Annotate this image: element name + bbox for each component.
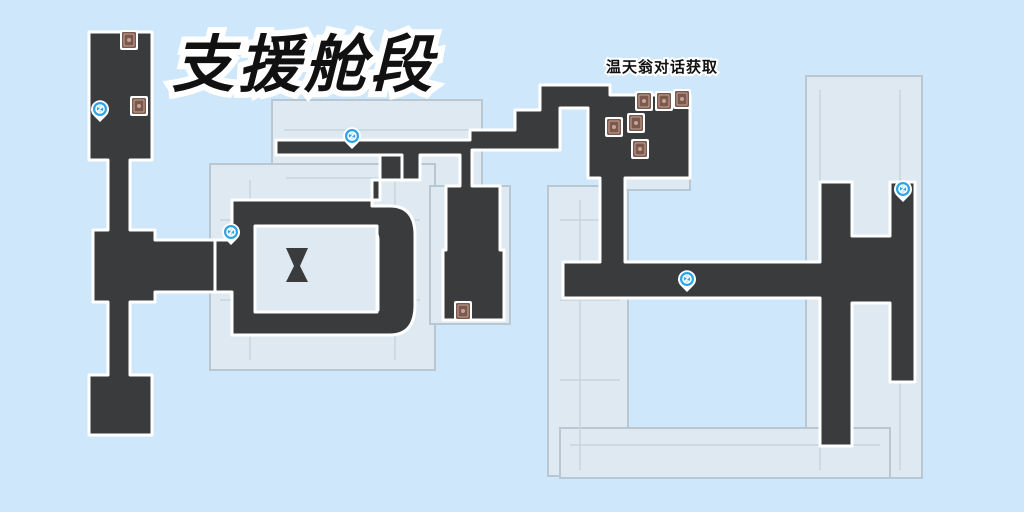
collectible-note: 温天翁对话获取 — [604, 56, 719, 78]
book-collectible-icon[interactable] — [119, 29, 139, 51]
book-collectible-icon[interactable] — [654, 90, 674, 112]
hourglass-marker — [286, 248, 308, 282]
book-collectible-icon[interactable] — [630, 138, 650, 160]
book-collectible-icon[interactable] — [604, 116, 624, 138]
book-collectible-icon[interactable] — [672, 88, 692, 110]
book-collectible-icon[interactable] — [129, 95, 149, 117]
west-corridor — [87, 30, 217, 437]
book-collectible-icon[interactable] — [626, 112, 646, 134]
map-title: 支援舱段 — [166, 22, 438, 107]
book-collectible-icon[interactable] — [453, 300, 473, 322]
book-collectible-icon[interactable] — [634, 90, 654, 112]
central-ring-inner — [253, 224, 379, 314]
